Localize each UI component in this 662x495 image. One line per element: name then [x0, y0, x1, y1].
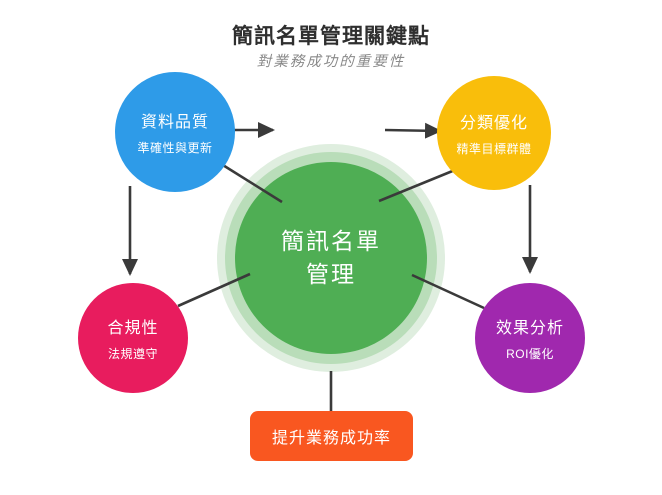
center-label-line2: 管理: [306, 261, 356, 287]
node-sublabel: 準確性與更新: [137, 141, 213, 155]
node-label: 資料品質: [140, 114, 209, 131]
line-analysis-to-center: [411, 273, 485, 310]
arrow-into-categorization: [384, 122, 442, 139]
center-node-label: 簡訊名單 管理: [235, 162, 427, 354]
page-title: 簡訊名單管理關鍵點: [232, 25, 430, 48]
node-sublabel: 精準目標群體: [456, 142, 532, 156]
node-sublabel: 法規遵守: [107, 347, 158, 361]
node-sublabel: ROI優化: [506, 347, 554, 361]
line-compliance-to-center: [177, 272, 251, 308]
node-label: 合規性: [107, 320, 159, 337]
node-categorization: 分類優化 精準目標群體: [437, 76, 551, 190]
line-dataquality-to-center: [217, 160, 283, 204]
node-compliance: 合規性 法規遵守: [78, 283, 188, 393]
node-data-quality: 資料品質 準確性與更新: [115, 72, 235, 192]
outcome-box: 提升業務成功率: [250, 411, 413, 461]
center-label-line1: 簡訊名單: [281, 227, 381, 254]
page-subtitle: 對業務成功的重要性: [256, 54, 406, 70]
node-label: 效果分析: [495, 320, 564, 337]
node-label: 分類優化: [459, 115, 528, 132]
outcome-label: 提升業務成功率: [271, 430, 391, 447]
node-effect-analysis: 效果分析 ROI優化: [475, 283, 585, 393]
